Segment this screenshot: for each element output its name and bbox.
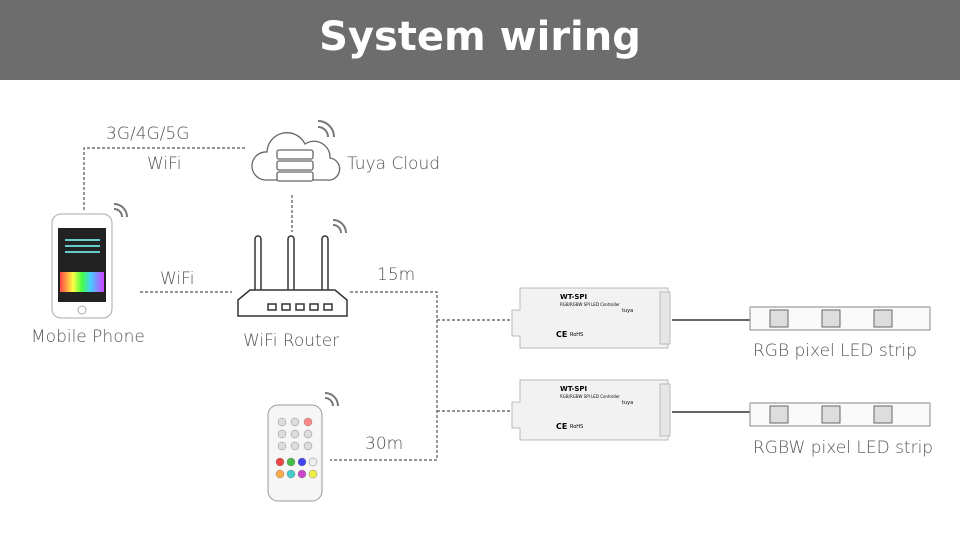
controller-2-rohs: RoHS bbox=[570, 424, 584, 430]
rgbw-strip-label: RGBW pixel LED strip bbox=[753, 438, 934, 458]
wifi-router-icon bbox=[237, 235, 348, 317]
cloud-icon bbox=[251, 132, 341, 182]
router-label: WiFi Router bbox=[243, 331, 340, 351]
router-remote-bus bbox=[330, 291, 438, 461]
rgb-led-strip bbox=[749, 306, 931, 331]
wifi-router-label: WiFi bbox=[160, 269, 195, 289]
header-bar bbox=[0, 0, 960, 80]
controller-2 bbox=[511, 379, 752, 441]
cloud-label: Tuya Cloud bbox=[347, 154, 441, 174]
remote-control-icon bbox=[267, 404, 323, 502]
mobile-phone-icon bbox=[51, 213, 113, 319]
phone-cloud-link bbox=[83, 147, 245, 210]
controller-1-model: WT-SPI bbox=[560, 293, 588, 301]
controller-2-model: WT-SPI bbox=[560, 385, 588, 393]
distance-router-label: 15m bbox=[377, 265, 416, 285]
wifi-signal-icons bbox=[113, 120, 347, 407]
controller-2-subtitle: RGB/RGBW SPI LED Controller bbox=[560, 394, 620, 399]
wifi-cloud-label: WiFi bbox=[147, 154, 182, 174]
rgb-strip-label: RGB pixel LED strip bbox=[753, 341, 917, 361]
distance-remote-label: 30m bbox=[365, 434, 404, 454]
controller-1-rohs: RoHS bbox=[570, 332, 584, 338]
rgbw-led-strip bbox=[749, 402, 931, 427]
controller-2-brand: tuya bbox=[622, 400, 634, 406]
dashed-connections bbox=[83, 147, 510, 461]
controller-1-brand: tuya bbox=[622, 308, 634, 314]
controller-1-subtitle: RGB/RGBW SPI LED Controller bbox=[560, 302, 620, 307]
controller-2-ce: CE bbox=[556, 422, 568, 431]
phone-label: Mobile Phone bbox=[31, 327, 145, 347]
controller-1 bbox=[511, 287, 752, 349]
controller-1-ce: CE bbox=[556, 330, 568, 339]
page-title: System wiring bbox=[319, 14, 641, 60]
network-label: 3G/4G/5G bbox=[106, 124, 190, 144]
